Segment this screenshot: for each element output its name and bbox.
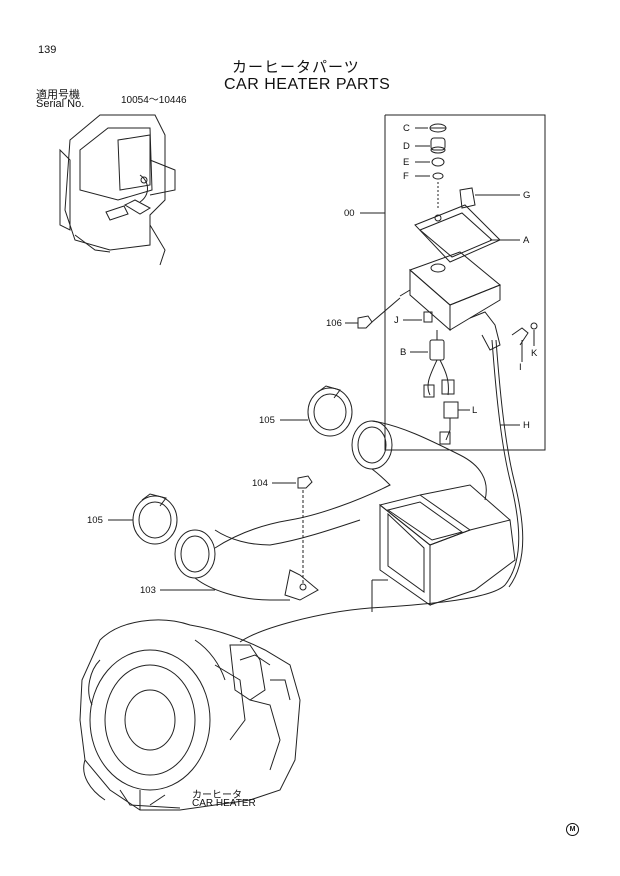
callout-b: B xyxy=(400,347,407,358)
callout-105-lower: 105 xyxy=(87,515,103,526)
callout-104: 104 xyxy=(252,478,268,489)
callout-105-upper: 105 xyxy=(259,415,275,426)
callout-106: 106 xyxy=(326,318,342,329)
bolt-parts xyxy=(345,297,433,329)
caption: CAR HEATER xyxy=(192,798,256,809)
serial-label-japanese: 適用号機 xyxy=(36,89,80,101)
hose-clamp-upper xyxy=(280,385,353,437)
panel-plate xyxy=(414,204,520,263)
serial-range: 10054～10446 xyxy=(121,95,187,106)
machine-thumbnail xyxy=(59,114,176,266)
callout-c: C xyxy=(403,123,410,134)
hose-clamp-lower xyxy=(108,493,178,545)
bolt-104 xyxy=(272,475,313,585)
switch-part xyxy=(459,187,520,209)
callout-i: I xyxy=(519,362,522,373)
callout-d: D xyxy=(403,141,410,152)
callout-e: E xyxy=(403,157,410,168)
callout-f: F xyxy=(403,171,409,182)
callout-a: A xyxy=(523,235,530,246)
caption-japanese: カーヒータ xyxy=(192,790,242,801)
callout-k: K xyxy=(531,348,538,359)
panel-box xyxy=(399,251,501,351)
callout-j: J xyxy=(394,315,399,326)
callout-00: 00 xyxy=(344,208,355,219)
serial-label: Serial No. xyxy=(36,98,85,110)
bracket-parts xyxy=(511,322,538,362)
callout-103: 103 xyxy=(140,585,156,596)
duct-outlet xyxy=(371,484,516,612)
callout-h: H xyxy=(523,420,530,431)
control-panel-frame xyxy=(360,114,546,451)
callout-l: L xyxy=(472,405,478,416)
control-cable xyxy=(239,339,524,643)
resistor-assembly xyxy=(410,330,455,398)
connector-l xyxy=(439,401,470,445)
page-number: 139 xyxy=(38,44,57,56)
page-title: CAR HEATER PARTS xyxy=(224,76,391,93)
knob-parts xyxy=(415,123,447,210)
air-duct xyxy=(174,420,487,601)
m-mark: M xyxy=(566,823,579,836)
heater-unit xyxy=(79,619,301,811)
page-title-japanese: カーヒータパーツ xyxy=(232,59,360,76)
callout-g: G xyxy=(523,190,531,201)
